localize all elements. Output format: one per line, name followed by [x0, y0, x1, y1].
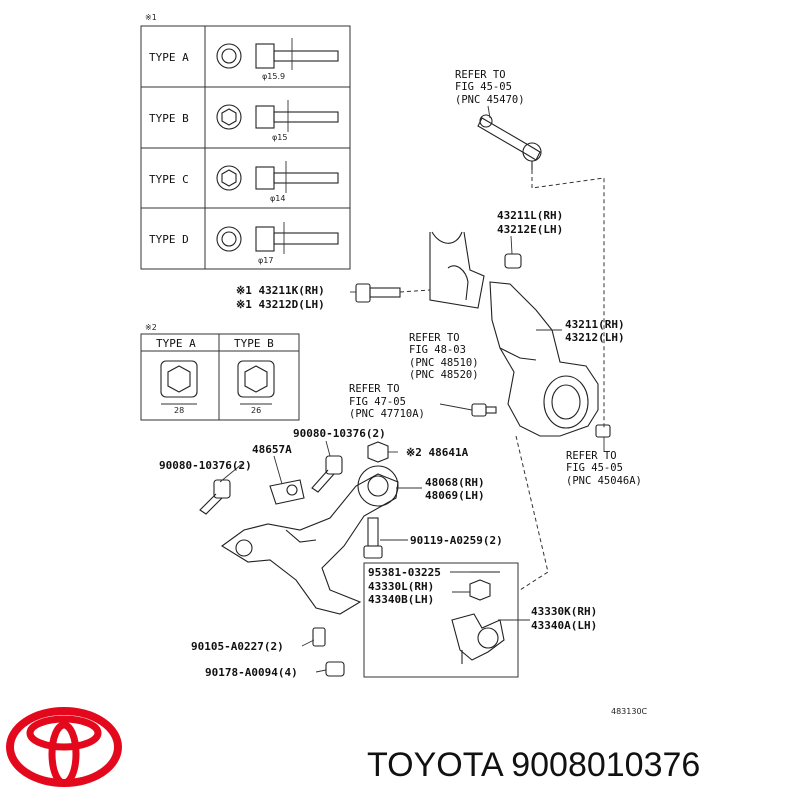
refer-45-05-top-line2: FIG 45-05 — [455, 81, 512, 93]
refer-47-05-line3: (PNC 47710A) — [349, 408, 425, 420]
bolt-type-a-icon — [216, 38, 339, 70]
nut-type-b-icon — [237, 360, 275, 405]
bolt-type-c-icon — [216, 161, 339, 193]
part-90119: 90119-A0259(2) — [410, 534, 503, 547]
toyota-logo-icon — [6, 707, 122, 787]
refer-45-05-right-line3: (PNC 45046A) — [566, 475, 642, 487]
steering-knuckle-illustration — [489, 281, 599, 437]
refer-45-05-top-line3: (PNC 45470) — [455, 94, 525, 106]
bolt-90080-left-illustration — [199, 479, 231, 515]
bolt-90119-illustration — [363, 517, 383, 559]
part-43212e: 43212E(LH) — [497, 223, 563, 236]
refer-45-05-right-line2: FIG 45-05 — [566, 462, 623, 474]
part-43212: 43212(LH) — [565, 331, 625, 344]
refer-45-05-right-line1: REFER TO — [566, 450, 617, 462]
part-43340a: 43340A(LH) — [531, 619, 597, 632]
refer-47-05-line2: FIG 47-05 — [349, 396, 406, 408]
part-43330k: 43330K(RH) — [531, 605, 597, 618]
nut-type-a-size: 28 — [174, 406, 184, 415]
type-table-2-marker: ※2 — [145, 323, 157, 332]
nut-43211l-illustration — [504, 253, 522, 269]
part-90105: 90105-A0227(2) — [191, 640, 284, 653]
tie-rod-end-illustration — [477, 114, 542, 170]
refer-45-05-top-line1: REFER TO — [455, 69, 506, 81]
nut-48641a-illustration — [367, 441, 389, 463]
refer-48-03-line4: (PNC 48520) — [409, 369, 479, 381]
nut-90178-illustration — [325, 661, 345, 677]
part-95381: 95381-03225 — [368, 566, 441, 579]
nut-45046a-illustration — [595, 424, 611, 438]
part-43212d: ※1 43212D(LH) — [236, 298, 325, 311]
bushing-48657a-illustration — [269, 479, 305, 505]
type-b-label: TYPE B — [149, 112, 189, 125]
refer-47-05-line1: REFER TO — [349, 383, 400, 395]
type-d-diameter: φ17 — [258, 256, 273, 265]
part-48657a: 48657A — [252, 443, 292, 456]
type-table-2: ※2 TYPE A TYPE B 28 26 — [140, 323, 300, 421]
part-43340b: 43340B(LH) — [368, 593, 434, 606]
part-90178: 90178-A0094(4) — [205, 666, 298, 679]
strut-illustration — [429, 231, 485, 309]
part-48069: 48069(LH) — [425, 489, 485, 502]
type-c-label: TYPE C — [149, 173, 189, 186]
type-table-2-header-a: TYPE A — [156, 337, 196, 350]
part-43211: 43211(RH) — [565, 318, 625, 331]
type-table-1: ※1 TYPE A φ15.9 TYPE B φ15 TYPE C — [140, 13, 351, 270]
bolt-type-d-icon — [216, 222, 339, 254]
refer-48-03-line2: FIG 48-03 — [409, 344, 466, 356]
type-d-label: TYPE D — [149, 233, 189, 246]
bolt-47710a-illustration — [471, 403, 497, 417]
type-table-2-header-b: TYPE B — [234, 337, 274, 350]
type-b-diameter: φ15 — [272, 133, 287, 142]
nut-type-a-icon — [160, 360, 198, 405]
part-48068: 48068(RH) — [425, 476, 485, 489]
callout-labels: REFER TO FIG 45-05 (PNC 45470) 43211L(RH… — [159, 69, 648, 716]
type-table-1-marker: ※1 — [145, 13, 157, 22]
reference-lines — [399, 170, 605, 591]
part-90080-left: 90080-10376(2) — [159, 459, 252, 472]
leader-lines — [219, 105, 605, 673]
part-43211k: ※1 43211K(RH) — [236, 284, 325, 297]
part-90080-top: 90080-10376(2) — [293, 427, 386, 440]
bolt-type-b-icon — [216, 100, 339, 132]
type-table-2-frame — [140, 333, 300, 421]
part-43211l: 43211L(RH) — [497, 209, 563, 222]
illustration-code: 483130C — [611, 707, 648, 716]
type-a-diameter: φ15.9 — [262, 72, 285, 81]
nut-type-b-size: 26 — [251, 406, 261, 415]
bolt-90105-illustration — [312, 627, 326, 647]
brand-caption: TOYOTA 9008010376 — [367, 746, 700, 784]
part-48641a: ※2 48641A — [406, 446, 469, 459]
type-c-diameter: φ14 — [270, 194, 285, 203]
lower-control-arm-illustration — [221, 473, 399, 615]
type-a-label: TYPE A — [149, 51, 189, 64]
refer-48-03-line1: REFER TO — [409, 332, 460, 344]
part-43330l: 43330L(RH) — [368, 580, 434, 593]
refer-48-03-line3: (PNC 48510) — [409, 357, 479, 369]
bolt-90080-top-illustration — [311, 455, 343, 493]
bolt-43211k-illustration — [355, 283, 401, 303]
